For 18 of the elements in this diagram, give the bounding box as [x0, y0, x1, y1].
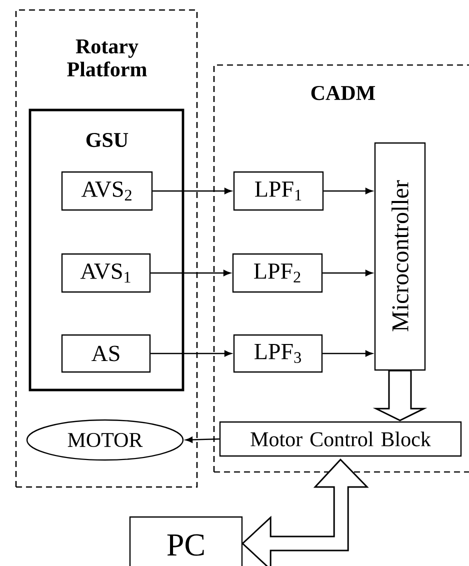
filter-box: LPF$_{2}$	[232, 253, 323, 293]
control-block-box: Motor Control Block	[219, 421, 462, 457]
arrow	[150, 270, 231, 276]
block-arrow	[372, 370, 428, 422]
filter-box: LPF$_{3}$	[233, 334, 323, 373]
arrow	[185, 436, 220, 443]
arrow	[152, 188, 232, 194]
sensor-box: AVS$_{1}$	[61, 253, 151, 293]
arrow	[150, 350, 232, 357]
filter-box: LPF$_{1}$	[233, 171, 324, 211]
sensor-box: AVS$_{2}$	[61, 171, 153, 211]
microcontroller-box: Microcontroller	[374, 142, 426, 371]
block-arrow	[241, 458, 369, 566]
arrow	[324, 188, 373, 194]
arrow	[322, 270, 373, 276]
pc-box: PC	[129, 516, 243, 566]
arrow	[322, 350, 373, 357]
sensor-box: AS	[61, 334, 151, 373]
